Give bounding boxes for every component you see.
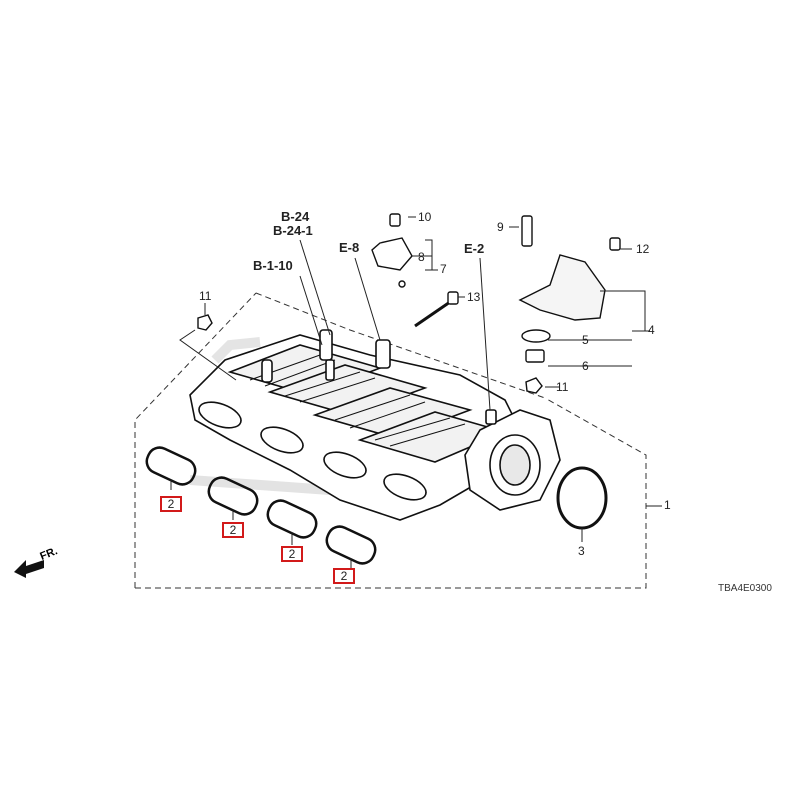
throttle-body: [464, 409, 561, 511]
part-label-11-left: 11: [199, 289, 212, 303]
part-label-6: 6: [582, 359, 589, 373]
part-label-9: 9: [497, 220, 504, 234]
part-label-1: 1: [664, 498, 671, 512]
part-label-13: 13: [467, 290, 481, 304]
part-label-10: 10: [418, 210, 432, 224]
throttle-gasket: [556, 466, 608, 530]
hardware: [197, 213, 621, 394]
diagram-code: TBA4E0300: [718, 583, 772, 594]
assembly-boundary: [134, 292, 647, 589]
leader-lines: [170, 216, 662, 570]
part-label-2-gasket-4: 2: [333, 568, 355, 584]
part-label-2-gasket-1: 2: [160, 496, 182, 512]
part-label-2-gasket-3: 2: [281, 546, 303, 562]
part-label-5: 5: [582, 333, 589, 347]
intake-manifold: [189, 329, 521, 521]
part-label-7: 7: [440, 262, 447, 276]
front-arrow-icon: [14, 560, 44, 578]
ref-b110: B-1-10: [253, 258, 293, 273]
ref-b241: B-24-1: [273, 223, 313, 238]
part-label-4: 4: [648, 323, 655, 337]
port-gaskets: [145, 446, 377, 565]
part-label-11-right: 11: [556, 380, 569, 394]
part-label-3: 3: [578, 544, 585, 558]
part-label-8: 8: [418, 250, 425, 264]
ref-e2: E-2: [464, 241, 485, 256]
part-label-2-gasket-2: 2: [222, 522, 244, 538]
ref-b24: B-24: [281, 209, 310, 224]
ref-e8: E-8: [339, 240, 360, 255]
part-label-12: 12: [636, 242, 650, 256]
